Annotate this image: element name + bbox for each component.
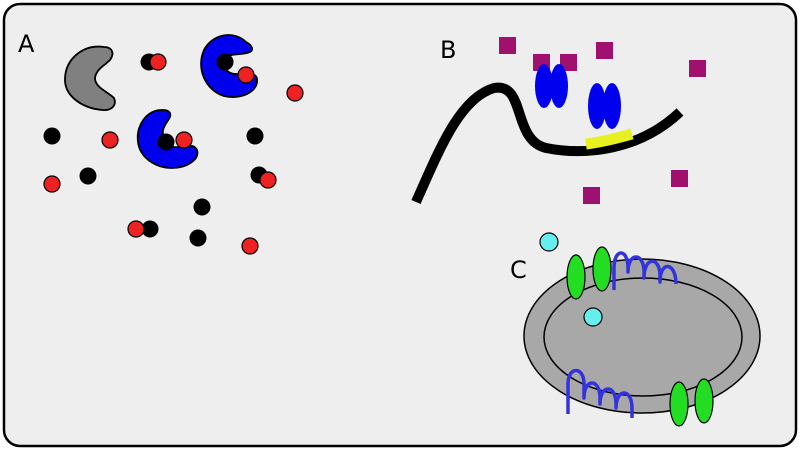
inactive-enzyme-shape xyxy=(64,45,116,111)
ligand-molecules xyxy=(499,37,706,204)
protein-lobe xyxy=(603,83,621,129)
channel-subunit xyxy=(669,381,689,427)
protein-lobe xyxy=(588,83,606,129)
substrate-molecules xyxy=(43,53,304,255)
red-molecule xyxy=(175,131,193,149)
red-molecule xyxy=(241,237,259,255)
channel-subunit xyxy=(566,254,586,300)
binding-site xyxy=(585,128,634,150)
membrane-channel xyxy=(566,246,612,300)
ligand-square xyxy=(671,170,688,187)
channel-subunit xyxy=(592,246,612,292)
black-molecule xyxy=(43,127,61,145)
transmembrane-helix xyxy=(566,368,634,418)
dna-binding-protein xyxy=(535,64,568,108)
red-molecule xyxy=(286,84,304,102)
ion-particle xyxy=(583,307,603,327)
red-molecule xyxy=(237,66,255,84)
black-molecule xyxy=(216,53,234,71)
ligand-square xyxy=(689,60,706,77)
ligand-square xyxy=(499,37,516,54)
black-molecule xyxy=(189,229,207,247)
protein-lobe xyxy=(550,64,568,108)
red-molecule xyxy=(127,220,145,238)
membrane-channel xyxy=(669,378,714,427)
black-molecule xyxy=(157,133,175,151)
dna-binding-protein xyxy=(588,83,621,129)
channel-subunit xyxy=(694,378,714,424)
black-molecule xyxy=(193,198,211,216)
protein-lobe xyxy=(535,64,553,108)
red-molecule xyxy=(43,175,61,193)
black-molecule xyxy=(141,220,159,238)
ligand-square xyxy=(596,42,613,59)
ligand-square xyxy=(583,187,600,204)
cell-outer-membrane xyxy=(523,258,761,414)
dna-strand xyxy=(411,82,684,205)
panel-c-label: C xyxy=(510,256,527,284)
panel-a-label: A xyxy=(18,30,35,58)
red-molecule xyxy=(149,53,167,71)
black-molecule xyxy=(79,167,97,185)
transmembrane-helix xyxy=(612,251,678,290)
panel-b-label: B xyxy=(440,36,456,64)
ion-particle xyxy=(539,232,559,252)
red-molecule xyxy=(259,171,277,189)
red-molecule xyxy=(101,131,119,149)
black-molecule xyxy=(246,127,264,145)
ligand-square xyxy=(560,54,577,71)
